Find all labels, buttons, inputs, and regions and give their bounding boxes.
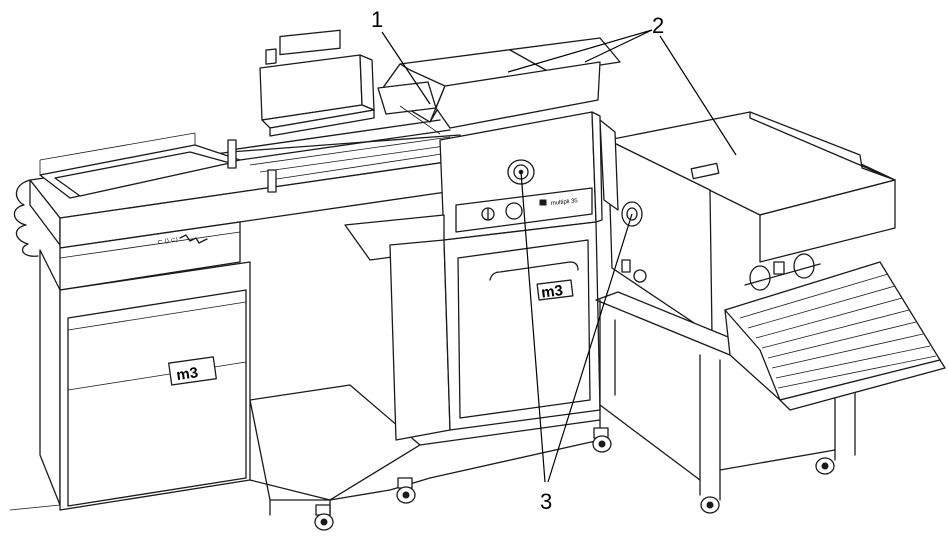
left-cabinet: m3 [9,249,251,511]
callout-label-2: 2 [652,13,664,38]
callout-label-3: 3 [540,489,552,514]
brand-logo-left: m3 [175,364,199,384]
caster-4 [700,496,720,514]
caster-2 [396,477,416,504]
svg-text:⊏ ⟨⟩ ⊂⟩: ⊏ ⟨⟩ ⊂⟩ [157,236,178,246]
callout-1: 1 [371,7,431,105]
base-frame [249,384,612,531]
caster-5 [815,457,835,475]
folding-unit: multipli 35 m3 [344,37,621,441]
conveyor-slats [739,273,937,389]
infeed-table: ⊏ ⟨⟩ ⊂⟩ [13,119,461,291]
brand-logo-center: m3 [540,282,564,302]
delivery-unit [595,111,946,514]
callout-3: 3 [520,171,633,514]
model-badge: multipli 35 [551,198,579,207]
callout-label-1: 1 [371,7,383,32]
callout-2: 2 [507,13,737,156]
caster-1 [314,504,334,531]
caster-3 [592,427,612,453]
control-display [259,29,375,137]
